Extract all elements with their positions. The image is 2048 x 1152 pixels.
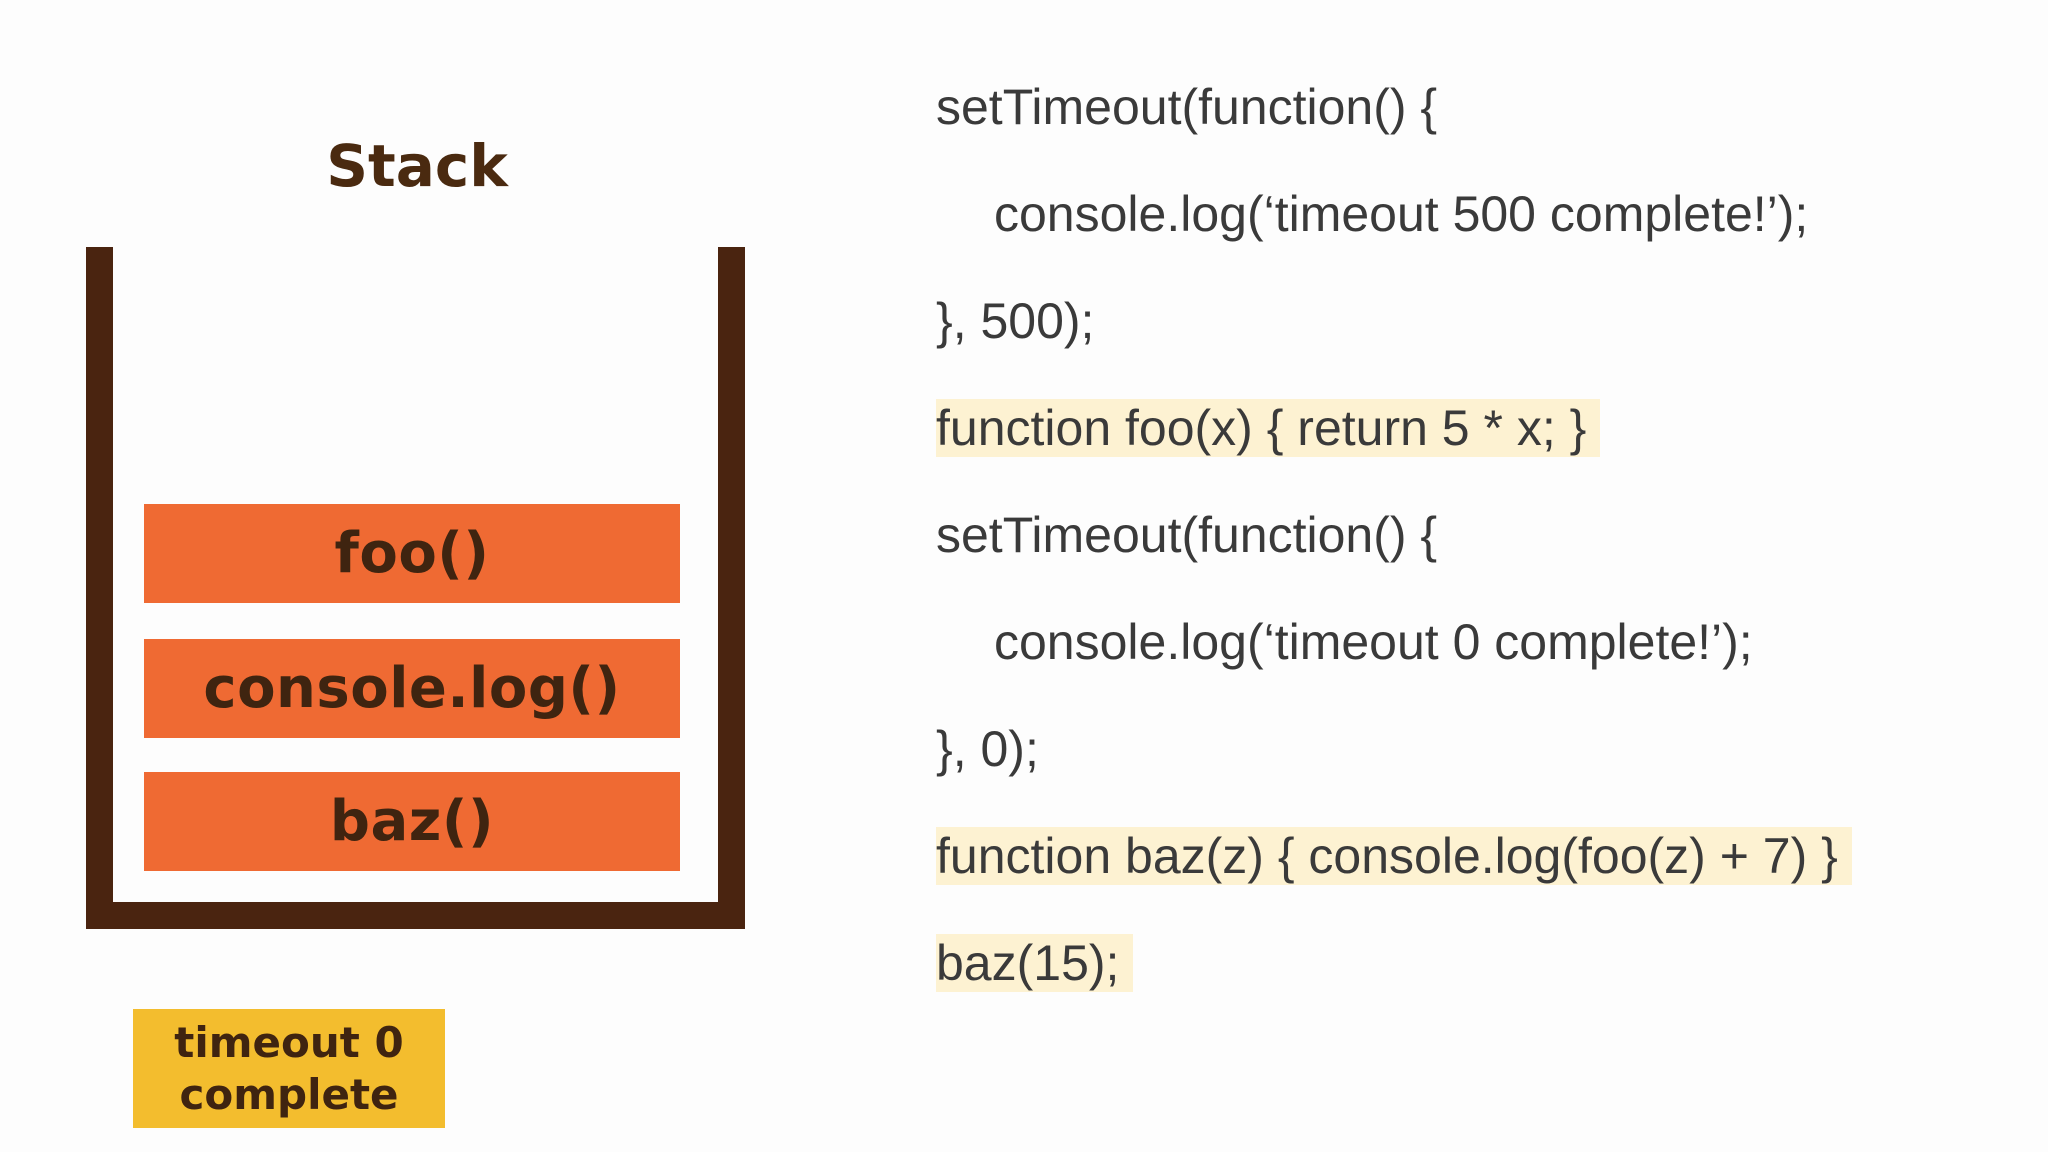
code-line-5: setTimeout(function() { <box>936 507 1438 563</box>
queue-message-line-2: complete <box>179 1069 399 1119</box>
queue-message-line-1: timeout 0 <box>174 1017 404 1067</box>
queue-message-timeout-0: timeout 0 complete <box>133 1009 445 1128</box>
code-line-9-highlighted: baz(15); <box>936 934 1134 992</box>
code-line-3: }, 500); <box>936 293 1095 349</box>
stack-frame-foo: foo() <box>144 504 680 603</box>
code-line-1: setTimeout(function() { <box>936 79 1438 135</box>
stack-left-wall <box>86 247 113 929</box>
stack-frame-baz: baz() <box>144 772 680 871</box>
code-line-8-highlighted: function baz(z) { console.log(foo(z) + 7… <box>936 827 1852 885</box>
code-line-7: }, 0); <box>936 721 1039 777</box>
code-line-4-highlighted: function foo(x) { return 5 * x; } <box>936 399 1601 457</box>
stack-title: Stack <box>326 132 508 200</box>
code-line-2: console.log(‘timeout 500 complete!’); <box>994 186 1809 242</box>
stack-frame-console-log: console.log() <box>144 639 680 738</box>
stack-bottom-wall <box>86 902 745 929</box>
stack-right-wall <box>718 247 745 929</box>
code-line-6: console.log(‘timeout 0 complete!’); <box>994 614 1753 670</box>
